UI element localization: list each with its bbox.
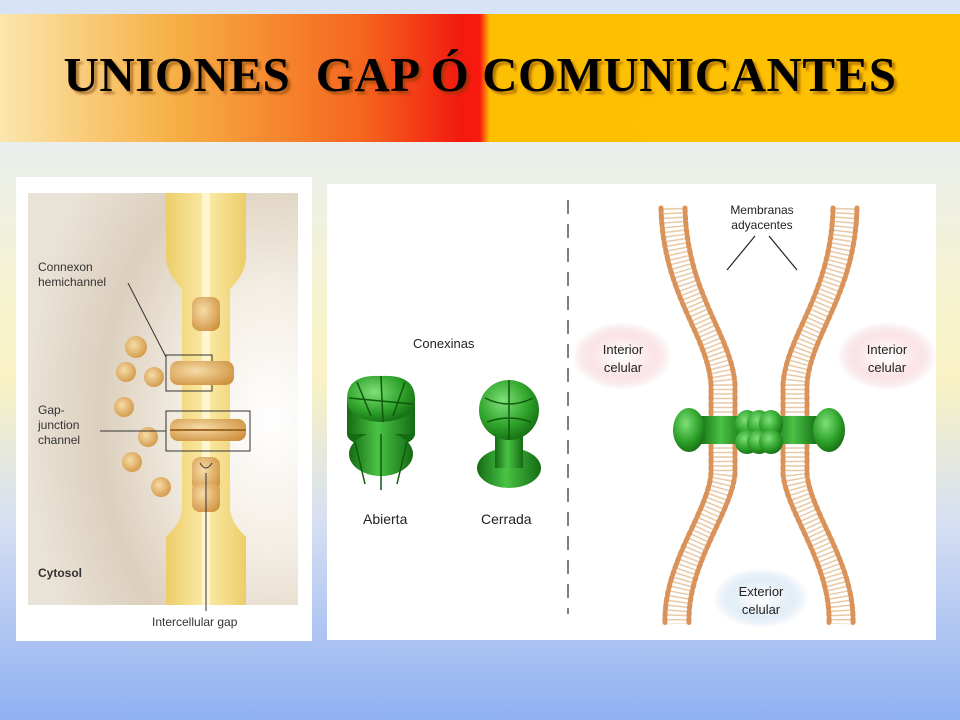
interior-right-glow — [837, 322, 937, 390]
slide-title: UNIONES GAP Ó COMUNICANTES — [63, 47, 897, 102]
connexin-membrane-diagram: Abierta Cerrada Conexinas — [327, 184, 937, 640]
closed-connexin — [477, 380, 541, 488]
interior-right-label-line2: celular — [868, 360, 907, 375]
exterior-glow — [713, 568, 809, 628]
right-lipid-bilayer — [780, 205, 860, 627]
conexinas-label: Conexinas — [413, 336, 475, 351]
membranes-leader-right — [768, 235, 798, 271]
exterior-label-line2: celular — [742, 602, 781, 617]
gap-bracket — [199, 462, 213, 469]
gap-junction-label-line3: channel — [38, 433, 80, 447]
exterior-label-line1: Exterior — [739, 584, 784, 599]
interior-left-glow — [572, 322, 672, 390]
gap-junction-label-line1: Gap- — [38, 403, 65, 417]
connexon-leader-line — [127, 282, 167, 358]
membranes-label-line1: Membranas — [730, 203, 793, 217]
connexon-label-line2: hemichannel — [38, 275, 106, 289]
interior-left-label-line2: celular — [604, 360, 643, 375]
gap-junction-label-line2: junction — [37, 418, 79, 432]
gap-junction-illustration: Connexon hemichannel Gap- junction chann… — [16, 177, 312, 641]
interior-right-label-line1: Interior — [867, 342, 908, 357]
cytosolic-hemichannels — [114, 336, 171, 497]
closed-label: Cerrada — [481, 511, 532, 527]
open-label: Abierta — [363, 511, 408, 527]
open-connexin — [347, 375, 415, 490]
intercellular-gap-label: Intercellular gap — [152, 615, 238, 629]
membrane-gap-junction-channels — [673, 408, 845, 454]
interior-left-label-line1: Interior — [603, 342, 644, 357]
connexon-hemichannel — [170, 361, 234, 385]
membranes-leader-left — [726, 235, 756, 271]
title-banner — [0, 14, 960, 142]
cytosol-label: Cytosol — [38, 566, 82, 580]
membranes-label-line2: adyacentes — [731, 218, 792, 232]
cytosol-region — [28, 193, 298, 605]
left-lipid-bilayer — [658, 205, 738, 627]
connexon-label-line1: Connexon — [38, 260, 93, 274]
